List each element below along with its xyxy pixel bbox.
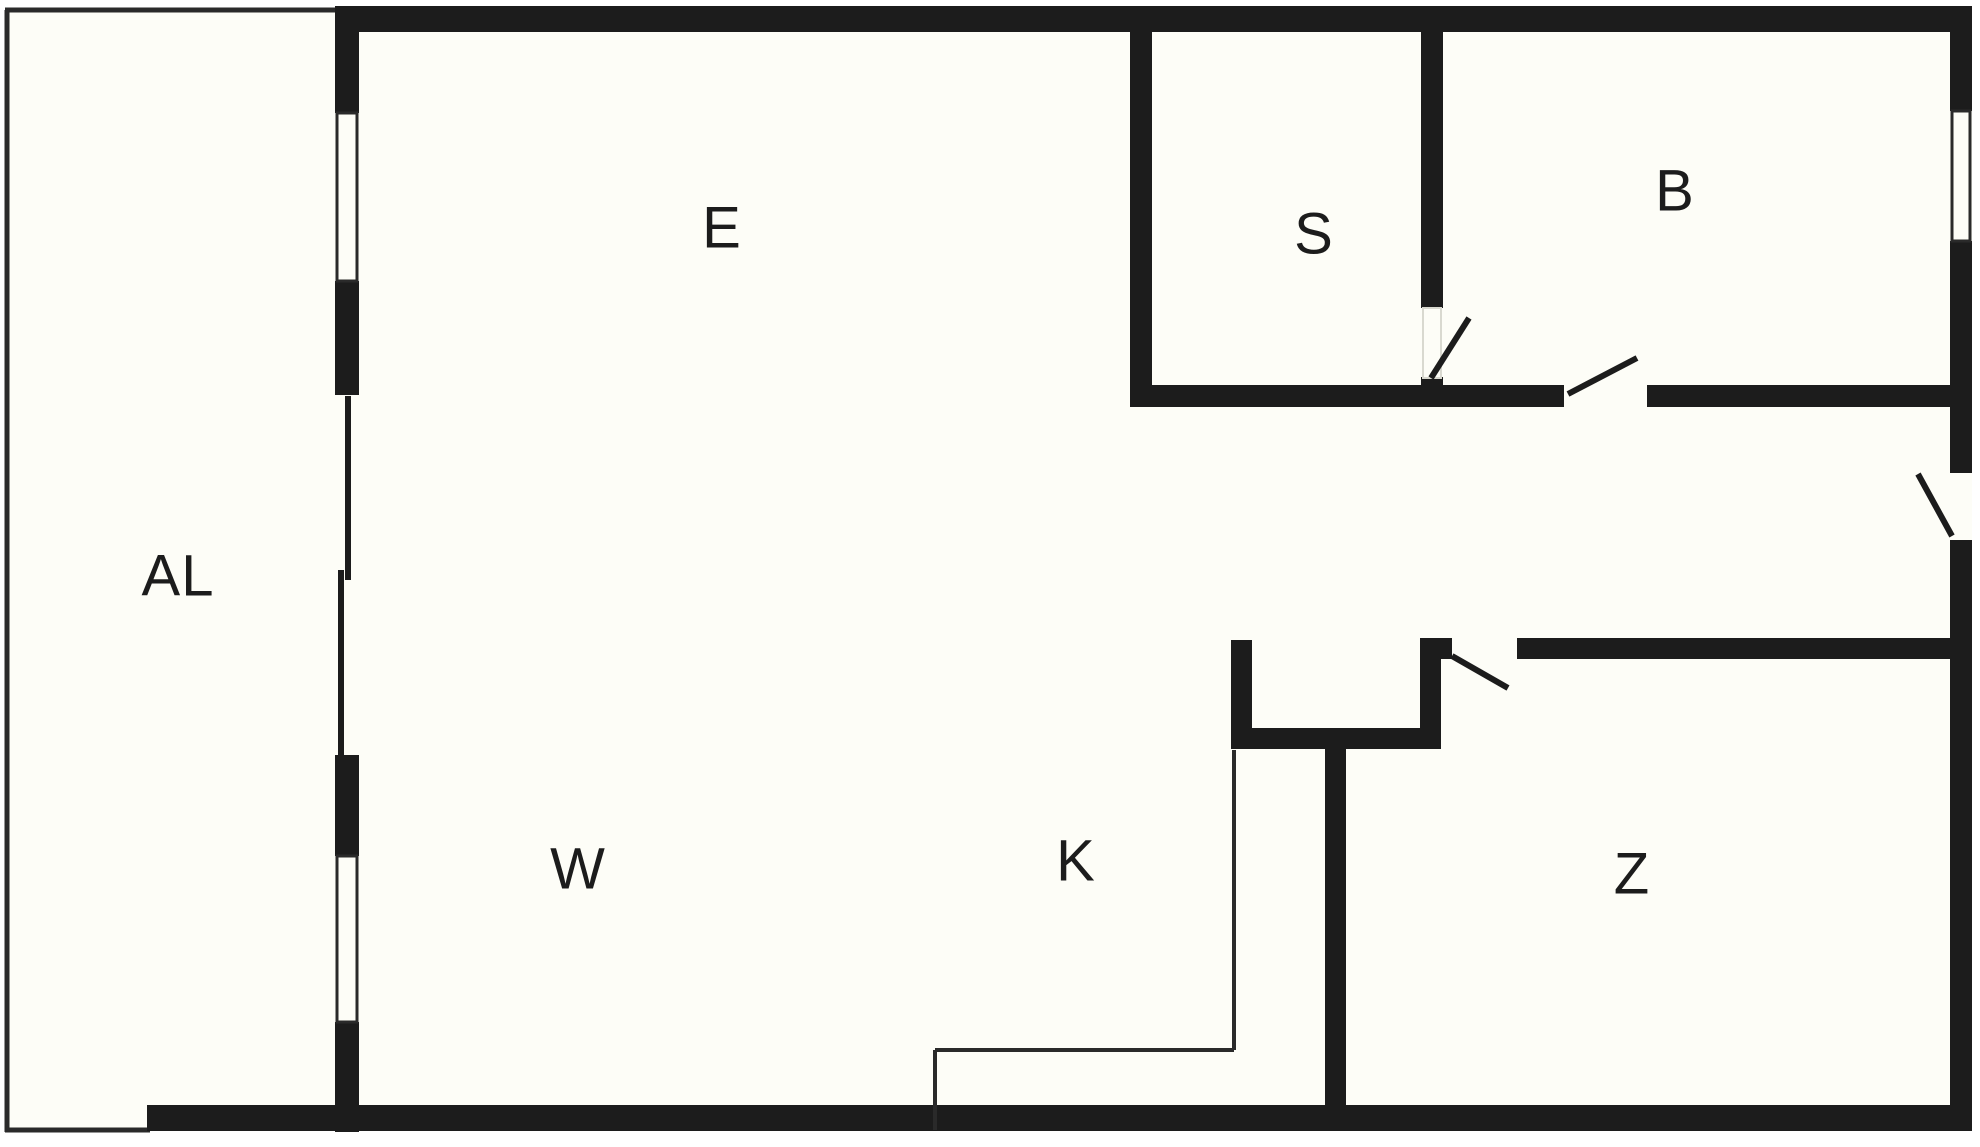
door-b-opening <box>1564 387 1647 405</box>
window-left-upper <box>335 111 359 283</box>
exterior-wall-right-upper <box>1950 6 1972 111</box>
floor-main <box>340 8 1972 1130</box>
room-label-z: Z <box>1614 841 1650 906</box>
door-alcove[interactable] <box>1450 639 1517 691</box>
door-right-opening <box>1952 473 1970 540</box>
room-label-k: K <box>1056 828 1096 893</box>
room-s-walls <box>1130 6 1972 407</box>
room-label-w: W <box>550 836 606 901</box>
party-wall-seg-2 <box>335 281 359 395</box>
room-label-e: E <box>702 195 742 260</box>
wall-s-bottom <box>1130 385 1564 407</box>
wall-s-right-upper <box>1421 6 1443 308</box>
wall-alcove-corner-nub <box>1420 638 1452 659</box>
door-right-exterior[interactable] <box>1915 472 1970 540</box>
exterior-wall-bottom <box>147 1105 1972 1131</box>
wall-alcove-left <box>1231 640 1252 749</box>
party-wall-seg-4 <box>335 1022 359 1132</box>
exterior-wall-right-lower <box>1950 540 1972 1131</box>
party-wall-seg-1 <box>335 6 359 113</box>
annex-outline <box>4 7 340 1133</box>
door-right-leaf[interactable] <box>1915 472 1955 538</box>
party-wall-seg-3 <box>335 755 359 856</box>
exterior-wall-top <box>340 6 1972 32</box>
room-label-s: S <box>1294 201 1334 266</box>
door-alcove-leaf[interactable] <box>1450 653 1510 691</box>
sliding-door-left[interactable] <box>336 395 358 756</box>
door-alcove-opening <box>1452 639 1517 658</box>
exterior-wall-right-middle <box>1950 241 1972 473</box>
wall-s-left <box>1130 6 1152 396</box>
door-s-to-hall[interactable] <box>1422 307 1472 380</box>
thin-interior-lines <box>933 750 1236 1130</box>
wall-k-z-partition <box>1325 745 1346 1120</box>
door-s-leaf[interactable] <box>1428 316 1472 380</box>
door-b-to-hall[interactable] <box>1564 355 1647 405</box>
room-label-b: B <box>1655 158 1695 223</box>
room-labels: AL E S B W K Z <box>142 158 1695 906</box>
window-left-lower <box>335 854 359 1024</box>
room-label-al: AL <box>142 543 215 608</box>
wall-alcove-right <box>1420 638 1441 749</box>
floor-al <box>6 12 340 1130</box>
wall-hall-to-right <box>1517 638 1972 659</box>
wall-alcove-bottom <box>1231 728 1431 749</box>
door-b-leaf[interactable] <box>1566 355 1639 397</box>
windows <box>335 109 1972 1024</box>
window-right-b <box>1950 109 1972 243</box>
floor-fills <box>6 8 1972 1130</box>
central-alcove-walls <box>1231 638 1972 749</box>
exterior-walls <box>147 6 1972 1131</box>
wall-b-bottom-right <box>1647 385 1972 407</box>
party-wall-left <box>335 6 359 1132</box>
